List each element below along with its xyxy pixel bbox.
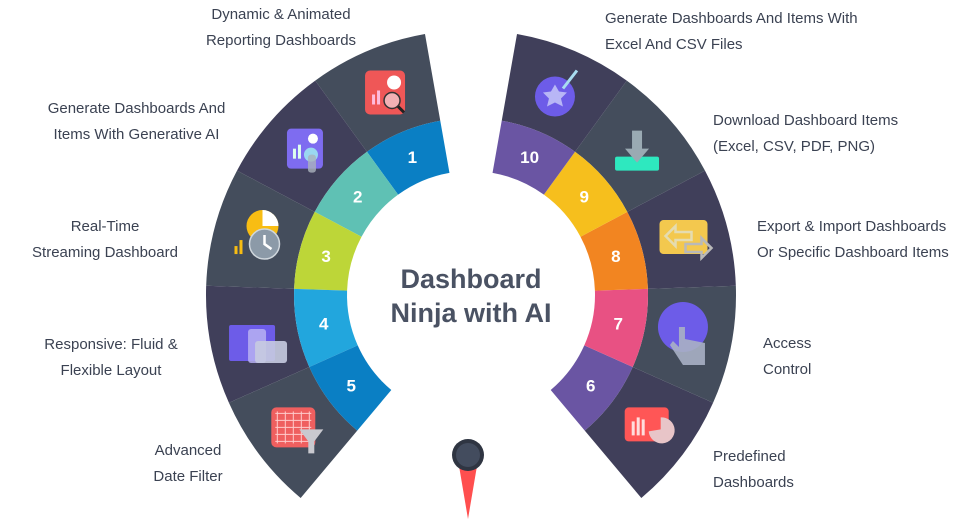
feature-number: 3 — [321, 247, 330, 266]
feature-number: 5 — [346, 376, 355, 395]
download-icon — [615, 130, 660, 171]
number-segment — [366, 120, 450, 195]
feature-segment-1: 1 — [315, 34, 450, 195]
feature-number: 1 — [408, 148, 417, 167]
feature-number: 9 — [579, 188, 588, 207]
realtime-clock-chart-icon — [234, 210, 281, 260]
number-segment — [550, 345, 633, 431]
magic-wand-icon — [534, 69, 579, 117]
number-segment — [309, 345, 392, 431]
ai-dashboard-touch-icon — [286, 128, 323, 173]
center-title: Dashboard Ninja with AI — [351, 262, 591, 330]
feature-segment-8: 8 — [580, 170, 736, 291]
title-line-2: Ninja with AI — [390, 298, 552, 328]
feature-segment-2: 2 — [237, 80, 399, 237]
number-segment — [294, 211, 362, 291]
pointer-pin-icon — [452, 439, 484, 519]
feature-number: 6 — [586, 376, 595, 395]
access-touch-icon — [657, 301, 708, 365]
number-segment — [580, 211, 648, 291]
feature-segment-6: 6 — [550, 345, 714, 499]
feature-segment-3: 3 — [206, 170, 362, 291]
number-segment — [294, 288, 358, 367]
number-segment — [492, 120, 576, 195]
report-magnifier-icon — [365, 70, 406, 115]
feature-number: 8 — [611, 247, 620, 266]
responsive-layout-icon — [229, 324, 288, 363]
feature-number: 7 — [614, 315, 623, 334]
number-segment — [584, 288, 648, 367]
feature-label-4: Responsive: Fluid &Flexible Layout — [44, 336, 178, 379]
feature-number: 2 — [353, 188, 362, 207]
predefined-chart-icon — [624, 407, 675, 444]
title-line-1: Dashboard — [400, 264, 542, 294]
feature-segment-7: 7 — [584, 285, 736, 403]
feature-number: 4 — [319, 315, 329, 334]
grid-filter-icon — [271, 407, 324, 454]
feature-segment-5: 5 — [228, 345, 392, 499]
number-segment — [314, 151, 399, 237]
feature-segment-4: 4 — [206, 285, 358, 403]
export-import-arrows-icon — [659, 220, 714, 262]
feature-number: 10 — [520, 148, 539, 167]
feature-segment-9: 9 — [543, 80, 705, 237]
number-segment — [543, 151, 628, 237]
feature-segment-10: 10 — [492, 34, 627, 195]
feature-label-9: Download Dashboard Items(Excel, CSV, PDF… — [713, 112, 899, 155]
